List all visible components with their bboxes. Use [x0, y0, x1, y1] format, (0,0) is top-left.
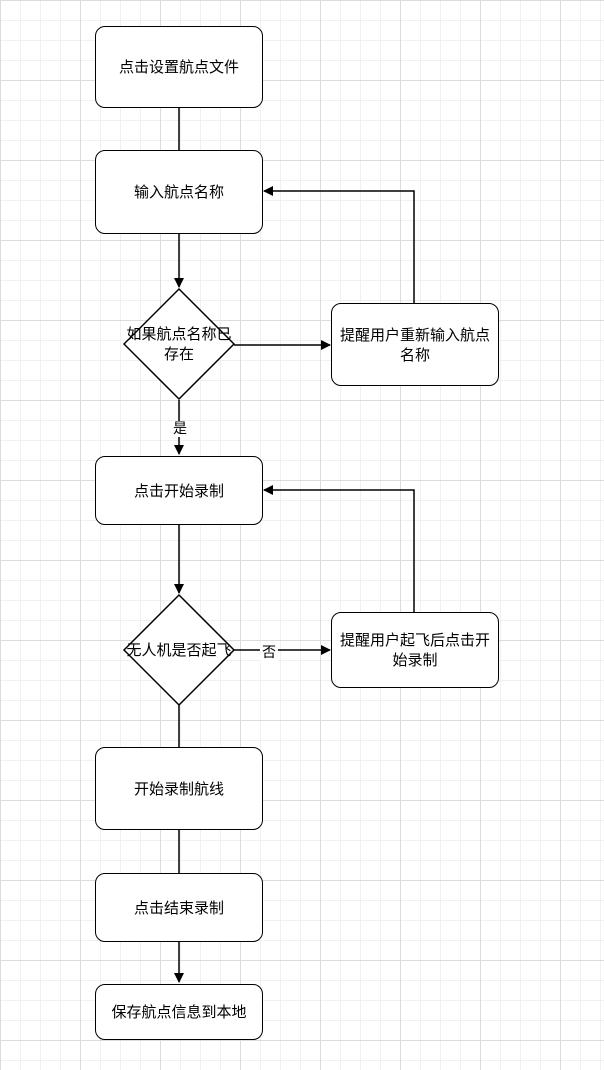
node-input-waypoint-name: 输入航点名称 [95, 150, 263, 234]
edge-prompt-to-input [263, 186, 415, 303]
edge-prompt-to-start [263, 485, 415, 612]
node-click-stop-record: 点击结束录制 [95, 873, 263, 942]
node-prompt-reenter: 提醒用户重新输入航点名称 [331, 303, 499, 386]
decision-drone-airborne-shape [122, 593, 236, 707]
decision-drone-airborne-label: 无人机是否起飞 [126, 641, 232, 659]
decision-name-exists-label: 如果航点名称已存在 [126, 325, 232, 363]
node-start-recording-route: 开始录制航线 [95, 747, 263, 830]
decision-name-exists-shape [122, 287, 236, 401]
edge-label-no: 否 [260, 645, 278, 661]
node-click-start-record: 点击开始录制 [95, 456, 263, 525]
node-save-local: 保存航点信息到本地 [95, 984, 263, 1040]
node-prompt-takeoff: 提醒用户起飞后点击开始录制 [331, 612, 499, 688]
node-set-waypoint-file: 点击设置航点文件 [95, 26, 263, 108]
edge-label-yes: 是 [171, 421, 189, 437]
